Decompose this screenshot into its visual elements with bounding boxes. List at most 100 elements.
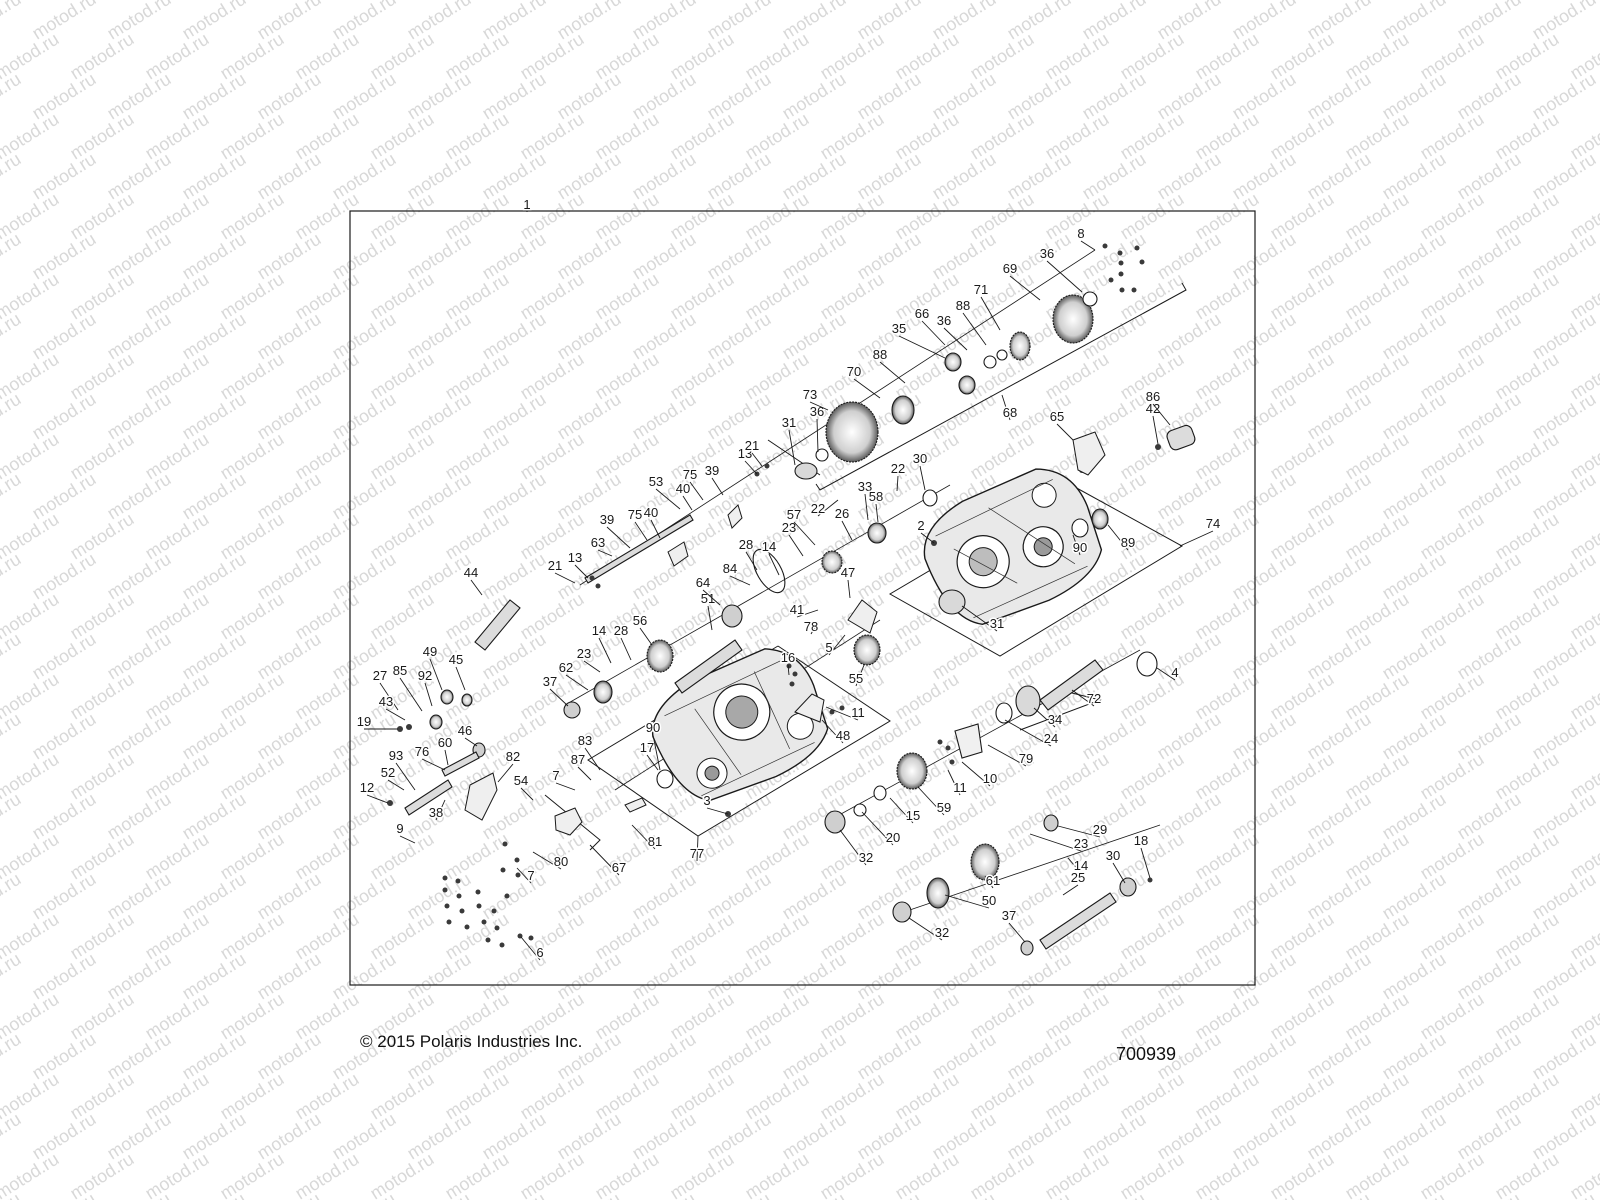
leader-line [744,460,758,475]
callout-48: 48 [821,719,852,745]
callout-89: 89 [1107,524,1137,552]
callout-label: 40 [676,481,690,496]
fork-47 [847,599,878,634]
callout-label: 32 [935,925,949,940]
ring-24 [995,702,1013,724]
callout-label: 11 [851,705,865,720]
leader-line [787,664,790,676]
callout-14c: 14 [1067,857,1090,875]
callout-label: 69 [1003,261,1017,276]
callout-27: 27 [371,667,399,711]
callout-label: 11 [953,780,967,795]
callout-label: 33 [858,479,872,494]
callout-label: 13 [568,550,582,565]
callout-label: 75 [683,467,697,482]
callout-9: 9 [395,820,416,844]
callout-label: 90 [646,720,660,735]
callout-label: 88 [956,298,970,313]
callout-label: 43 [379,694,393,709]
leader-line [1062,884,1079,896]
leader-line [598,637,612,664]
leader-line [399,835,416,844]
callout-17: 17 [638,739,659,771]
leader-line [574,564,589,579]
leader-line [961,605,998,632]
callout-label: 8 [1077,226,1084,241]
callout-label: 7 [527,868,534,883]
shaft-72 [1039,659,1104,711]
callout-label: 68 [1003,405,1017,420]
housing-77 [651,648,829,802]
leader-line [793,521,816,546]
callout-label: 3 [703,793,710,808]
callout-22b: 22 [889,460,907,492]
callout-label: 50 [982,893,996,908]
callout-77: 77 [688,835,706,863]
callout-label: 60 [438,735,452,750]
callout-90b: 90 [1071,534,1089,557]
callout-12: 12 [358,779,389,804]
shaft-63 [584,514,694,584]
callout-39b: 39 [703,462,724,496]
callout-label: 9 [396,821,403,836]
callout-label: 6 [536,945,543,960]
callout-label: 12 [360,780,374,795]
ring-89 [1091,508,1109,530]
leader-line [961,761,991,787]
callout-35: 35 [890,320,946,359]
callout-31b: 31 [961,605,1006,633]
callout-label: 47 [841,565,855,580]
leader-line [1029,833,1082,852]
leader-line [817,499,839,517]
shaft-93 [404,779,453,816]
callout-70: 70 [845,363,881,399]
callout-88b: 88 [954,297,987,346]
leader-line [696,835,699,862]
shaft-25 [1039,892,1117,950]
callout-7a: 7 [551,767,576,791]
ring-4 [1136,651,1158,677]
leader-line [470,579,483,596]
callout-label: 15 [906,808,920,823]
leader-line [825,706,859,721]
callout-37a: 37 [541,673,569,707]
leader-line [919,465,926,491]
leader-line [385,708,406,721]
callout-label: 16 [781,650,795,665]
ring-58 [867,522,887,544]
callout-label: 63 [591,535,605,550]
callout-label: 25 [1071,870,1085,885]
callout-69: 69 [1001,260,1041,301]
leader-line [1179,530,1214,547]
callout-label: 89 [1121,535,1135,550]
callout-60: 60 [436,734,454,766]
leader-line [706,807,729,815]
ring-31-upper [794,462,818,480]
callout-label: 92 [418,668,432,683]
callout-34: 34 [1033,707,1064,729]
ring-90-lower [656,769,674,789]
leader-line [1152,403,1171,426]
callout-93: 93 [387,747,416,791]
callout-61: 61 [984,872,1001,890]
callout-81: 81 [631,824,664,851]
callout-36c: 36 [1038,245,1083,293]
callout-2: 2 [916,517,935,544]
callout-50: 50 [944,892,998,910]
leader-line [839,829,867,866]
callout-label: 36 [810,404,824,419]
callout-label: 14 [592,623,606,638]
callout-3: 3 [702,792,729,815]
callout-layer: 1234567789101111121313141414151617181920… [355,196,1221,962]
callout-label: 28 [614,623,628,638]
callout-label: 62 [559,660,573,675]
gear-45 [461,693,473,707]
leader-line [847,579,851,599]
callout-19: 19 [355,713,398,731]
callout-label: 13 [738,446,752,461]
leader-line [944,894,990,909]
callout-13a: 13 [566,549,589,579]
callout-58: 58 [867,488,885,523]
gear-cluster-35 [944,352,962,372]
leader-line [1009,275,1041,301]
